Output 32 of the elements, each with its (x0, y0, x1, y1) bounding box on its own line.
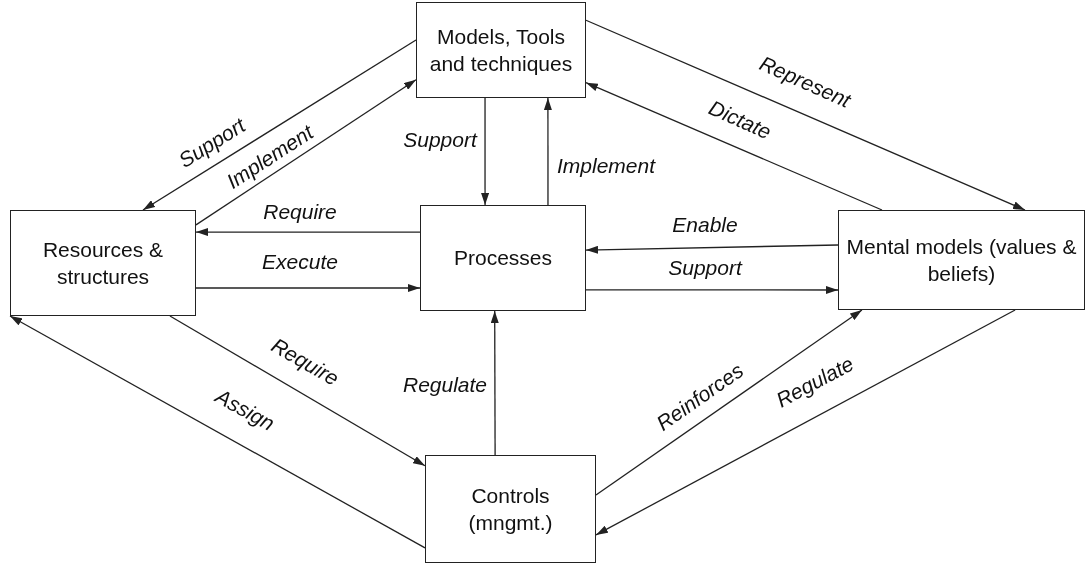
edge-label: Support (668, 256, 742, 280)
arrow (543, 97, 552, 206)
arrow (585, 82, 883, 211)
box-text: Processes (453, 245, 552, 272)
box-text: Models, Tools and techniques (428, 23, 574, 77)
arrow (595, 309, 1016, 536)
arrow (585, 244, 839, 254)
arrow (142, 39, 417, 211)
arrow (169, 315, 426, 467)
box-text: Controls (mngmt.) (467, 482, 554, 536)
edge-label: Execute (262, 250, 338, 274)
arrow (595, 309, 863, 496)
arrow (585, 19, 1026, 211)
edge-label: Support (403, 128, 477, 152)
arrow (195, 284, 421, 292)
arrow (585, 286, 839, 294)
edge-label: Enable (672, 213, 738, 237)
process-box (425, 455, 596, 563)
edge-label: Implement (557, 154, 655, 178)
process-box (420, 205, 586, 311)
arrow (195, 228, 421, 237)
box-text: Resources & structures (41, 236, 165, 290)
edge-label: Regulate (402, 373, 488, 397)
arrow (490, 310, 499, 456)
arrow (481, 97, 490, 206)
process-box (10, 210, 196, 316)
arrow (195, 79, 417, 226)
process-box (416, 2, 586, 98)
edge-label: Require (263, 200, 337, 224)
process-box (838, 210, 1085, 310)
arrow (9, 315, 426, 549)
box-text: Mental models (values & beliefs) (845, 233, 1078, 287)
